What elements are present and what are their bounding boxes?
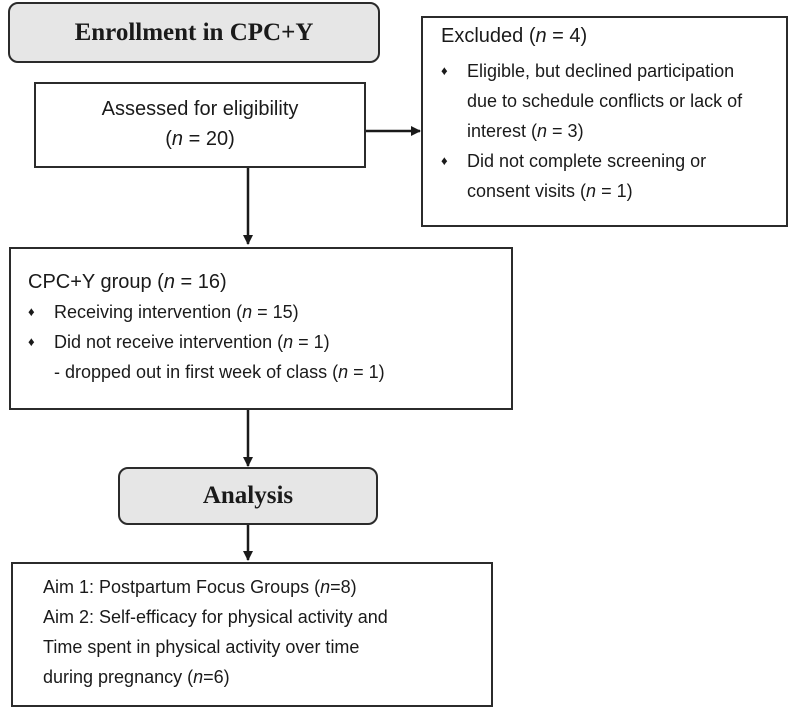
enrollment-header: Enrollment in CPC+Y [8, 2, 380, 63]
excluded-item2-line2: consent visits (n = 1) [467, 181, 633, 201]
diamond-bullet-icon: ♦ [441, 63, 448, 78]
analysis-header-label: Analysis [202, 482, 294, 509]
aims-box: Aim 1: Postpartum Focus Groups (n=8) Aim… [11, 562, 493, 707]
assessed-box: Assessed for eligibility (n = 20) [34, 82, 366, 168]
diamond-bullet-icon: ♦ [28, 334, 35, 349]
aim2-line3: during pregnancy (n=6) [43, 667, 230, 687]
excluded-item1-line3: interest (n = 3) [467, 121, 584, 141]
excluded-title: Excluded (n = 4) [441, 25, 588, 47]
assessed-label: Assessed for eligibility [101, 98, 299, 120]
excluded-item2-line1: ♦Did not complete screening or [441, 146, 786, 176]
diamond-bullet-icon: ♦ [441, 153, 448, 168]
assessed-count: (n = 20) [165, 128, 235, 150]
analysis-header: Analysis [118, 467, 378, 525]
aim2-line1: Aim 2: Self-efficacy for physical activi… [43, 607, 388, 627]
group-item2-sub: - dropped out in first week of class (n … [54, 362, 385, 382]
group-title: CPC+Y group (n = 16) [28, 271, 227, 293]
excluded-box: Excluded (n = 4) ♦Eligible, but declined… [421, 16, 788, 227]
group-box: CPC+Y group (n = 16) ♦Receiving interven… [9, 247, 513, 410]
aim2-line2: Time spent in physical activity over tim… [43, 637, 360, 657]
enrollment-header-label: Enrollment in CPC+Y [74, 18, 314, 46]
group-item1: ♦Receiving intervention (n = 15) [28, 297, 511, 327]
group-item2: ♦Did not receive intervention (n = 1) [28, 327, 511, 357]
diamond-bullet-icon: ♦ [28, 304, 35, 319]
aim1-line: Aim 1: Postpartum Focus Groups (n=8) [43, 577, 357, 597]
excluded-item1-line2: due to schedule conflicts or lack of [467, 91, 743, 111]
excluded-item1-line1: ♦Eligible, but declined participation [441, 56, 786, 86]
